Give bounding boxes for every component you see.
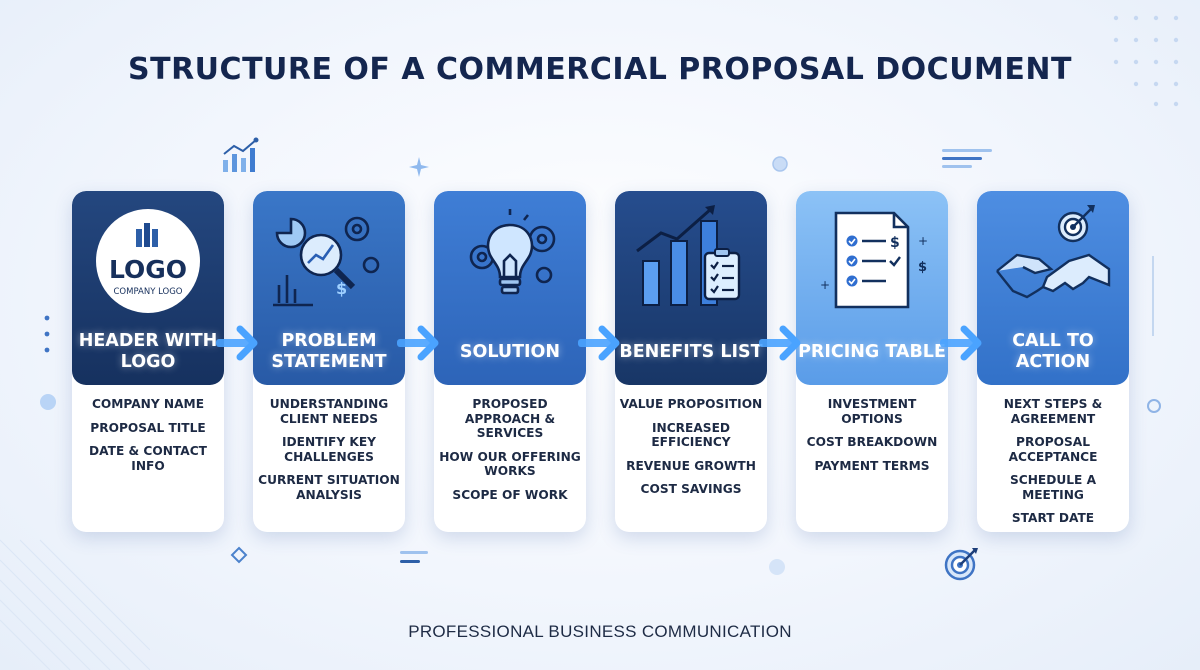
- connector-arrow-icon: [216, 325, 258, 361]
- list-item: DATE & CONTACT INFO: [89, 444, 207, 473]
- list-item: START DATE: [1011, 511, 1095, 525]
- step-card-header: LOGO COMPANY LOGO HEADER WITH LOGO COMPA…: [72, 191, 224, 532]
- pricing-document-icon: $ $ + +: [820, 211, 928, 309]
- diagonal-lines-icon: [0, 539, 150, 670]
- step-card-pricing-top: $ $ + + PRICING TABLE: [796, 191, 948, 385]
- list-item: INCREASED EFFICIENCY: [651, 420, 731, 450]
- sparkle-icon: [409, 157, 429, 177]
- step-card-benefits-top: BENEFITS LIST: [615, 191, 767, 385]
- list-item: REVENUE GROWTH: [626, 458, 756, 473]
- text-lines-icon: [942, 149, 992, 168]
- step-card-problem: $ PROBLEM STATEMENT UNDERSTANDING CLIENT…: [253, 191, 405, 532]
- step-heading-solution: SOLUTION: [459, 341, 561, 362]
- diamond-icon: [230, 546, 248, 564]
- dot-grid-icon: [1113, 15, 1179, 107]
- step-card-solution-top: SOLUTION: [434, 191, 586, 385]
- list-item: VALUE PROPOSITION: [619, 397, 763, 411]
- connector-arrow-icon: [578, 325, 620, 361]
- step-card-header-top: LOGO COMPANY LOGO HEADER WITH LOGO: [72, 191, 224, 385]
- step-card-problem-top: $ PROBLEM STATEMENT: [253, 191, 405, 385]
- step-items-pricing: INVESTMENT OPTIONS COST BREAKDOWN PAYMEN…: [800, 397, 944, 482]
- step-card-pricing: $ $ + + PRICING TABLE INVESTMENT OPTIONS…: [796, 191, 948, 532]
- connector-arrow-icon: [759, 325, 801, 361]
- orb-icon: [772, 156, 788, 172]
- step-items-solution: PROPOSED APPROACH & SERVICES HOW OUR OFF…: [438, 397, 582, 511]
- list-item: UNDERSTANDING CLIENT NEEDS: [269, 397, 389, 426]
- target-icon: [944, 548, 978, 581]
- step-items-cta: NEXT STEPS & AGREEMENT PROPOSAL ACCEPTAN…: [981, 397, 1125, 532]
- svg-text:+: +: [820, 278, 830, 292]
- list-item: COST BREAKDOWN: [806, 435, 938, 449]
- footer-tagline: PROFESSIONAL BUSINESS COMMUNICATION: [408, 622, 792, 641]
- mini-chart-icon: [223, 137, 259, 172]
- step-heading-pricing: PRICING TABLE: [798, 341, 946, 362]
- dash-lines-icon: [400, 551, 428, 563]
- list-item: HOW OUR OFFERING WORKS: [439, 449, 581, 479]
- step-card-solution: SOLUTION PROPOSED APPROACH & SERVICES HO…: [434, 191, 586, 532]
- svg-text:+: +: [918, 234, 928, 248]
- step-heading-cta: CALL TO ACTION: [1012, 331, 1094, 372]
- orb-bottom-icon: [769, 559, 785, 575]
- list-item: PAYMENT TERMS: [814, 458, 930, 473]
- handshake-target-icon: [996, 205, 1111, 299]
- list-item: COST SAVINGS: [640, 482, 742, 496]
- list-item: PROPOSAL TITLE: [90, 420, 206, 435]
- step-card-benefits: BENEFITS LIST VALUE PROPOSITION INCREASE…: [615, 191, 767, 532]
- growth-chart-checklist-icon: [636, 205, 741, 306]
- connector-arrow-icon: [940, 325, 982, 361]
- list-item: COMPANY NAME: [91, 397, 205, 411]
- svg-text:$: $: [336, 279, 347, 298]
- list-item: CURRENT SITUATION ANALYSIS: [258, 473, 400, 502]
- step-items-header: COMPANY NAME PROPOSAL TITLE DATE & CONTA…: [76, 397, 220, 482]
- magnifier-analysis-icon: $: [273, 216, 380, 307]
- list-item: PROPOSED APPROACH & SERVICES: [464, 397, 556, 440]
- step-heading-benefits: BENEFITS LIST: [619, 341, 763, 362]
- step-items-problem: UNDERSTANDING CLIENT NEEDS IDENTIFY KEY …: [257, 397, 401, 511]
- ring-right-icon: [1147, 399, 1161, 413]
- step-card-cta: CALL TO ACTION NEXT STEPS & AGREEMENT PR…: [977, 191, 1129, 532]
- step-heading-header: HEADER WITH LOGO: [78, 331, 218, 372]
- list-item: PROPOSAL ACCEPTANCE: [1008, 435, 1098, 464]
- glow-dot-left-icon: [40, 394, 56, 410]
- list-item: INVESTMENT OPTIONS: [827, 397, 917, 426]
- page-title: STRUCTURE OF A COMMERCIAL PROPOSAL DOCUM…: [128, 52, 1072, 87]
- vertical-line-icon: [1152, 256, 1154, 336]
- svg-text:$: $: [890, 235, 900, 251]
- dots-vertical-icon: [44, 315, 50, 353]
- svg-text:$: $: [918, 260, 927, 275]
- logo-badge-icon: LOGO COMPANY LOGO: [96, 209, 200, 313]
- step-items-benefits: VALUE PROPOSITION INCREASED EFFICIENCY R…: [619, 397, 763, 506]
- list-item: SCOPE OF WORK: [452, 487, 568, 502]
- list-item: IDENTIFY KEY CHALLENGES: [281, 435, 376, 464]
- logo-text: LOGO: [109, 255, 187, 284]
- logo-subtext: COMPANY LOGO: [113, 287, 182, 297]
- connector-arrow-icon: [397, 325, 439, 361]
- list-item: SCHEDULE A MEETING: [1009, 473, 1097, 502]
- step-card-cta-top: CALL TO ACTION: [977, 191, 1129, 385]
- lightbulb-gears-icon: [469, 209, 556, 295]
- list-item: NEXT STEPS & AGREEMENT: [1003, 397, 1103, 426]
- step-heading-problem: PROBLEM STATEMENT: [271, 331, 387, 372]
